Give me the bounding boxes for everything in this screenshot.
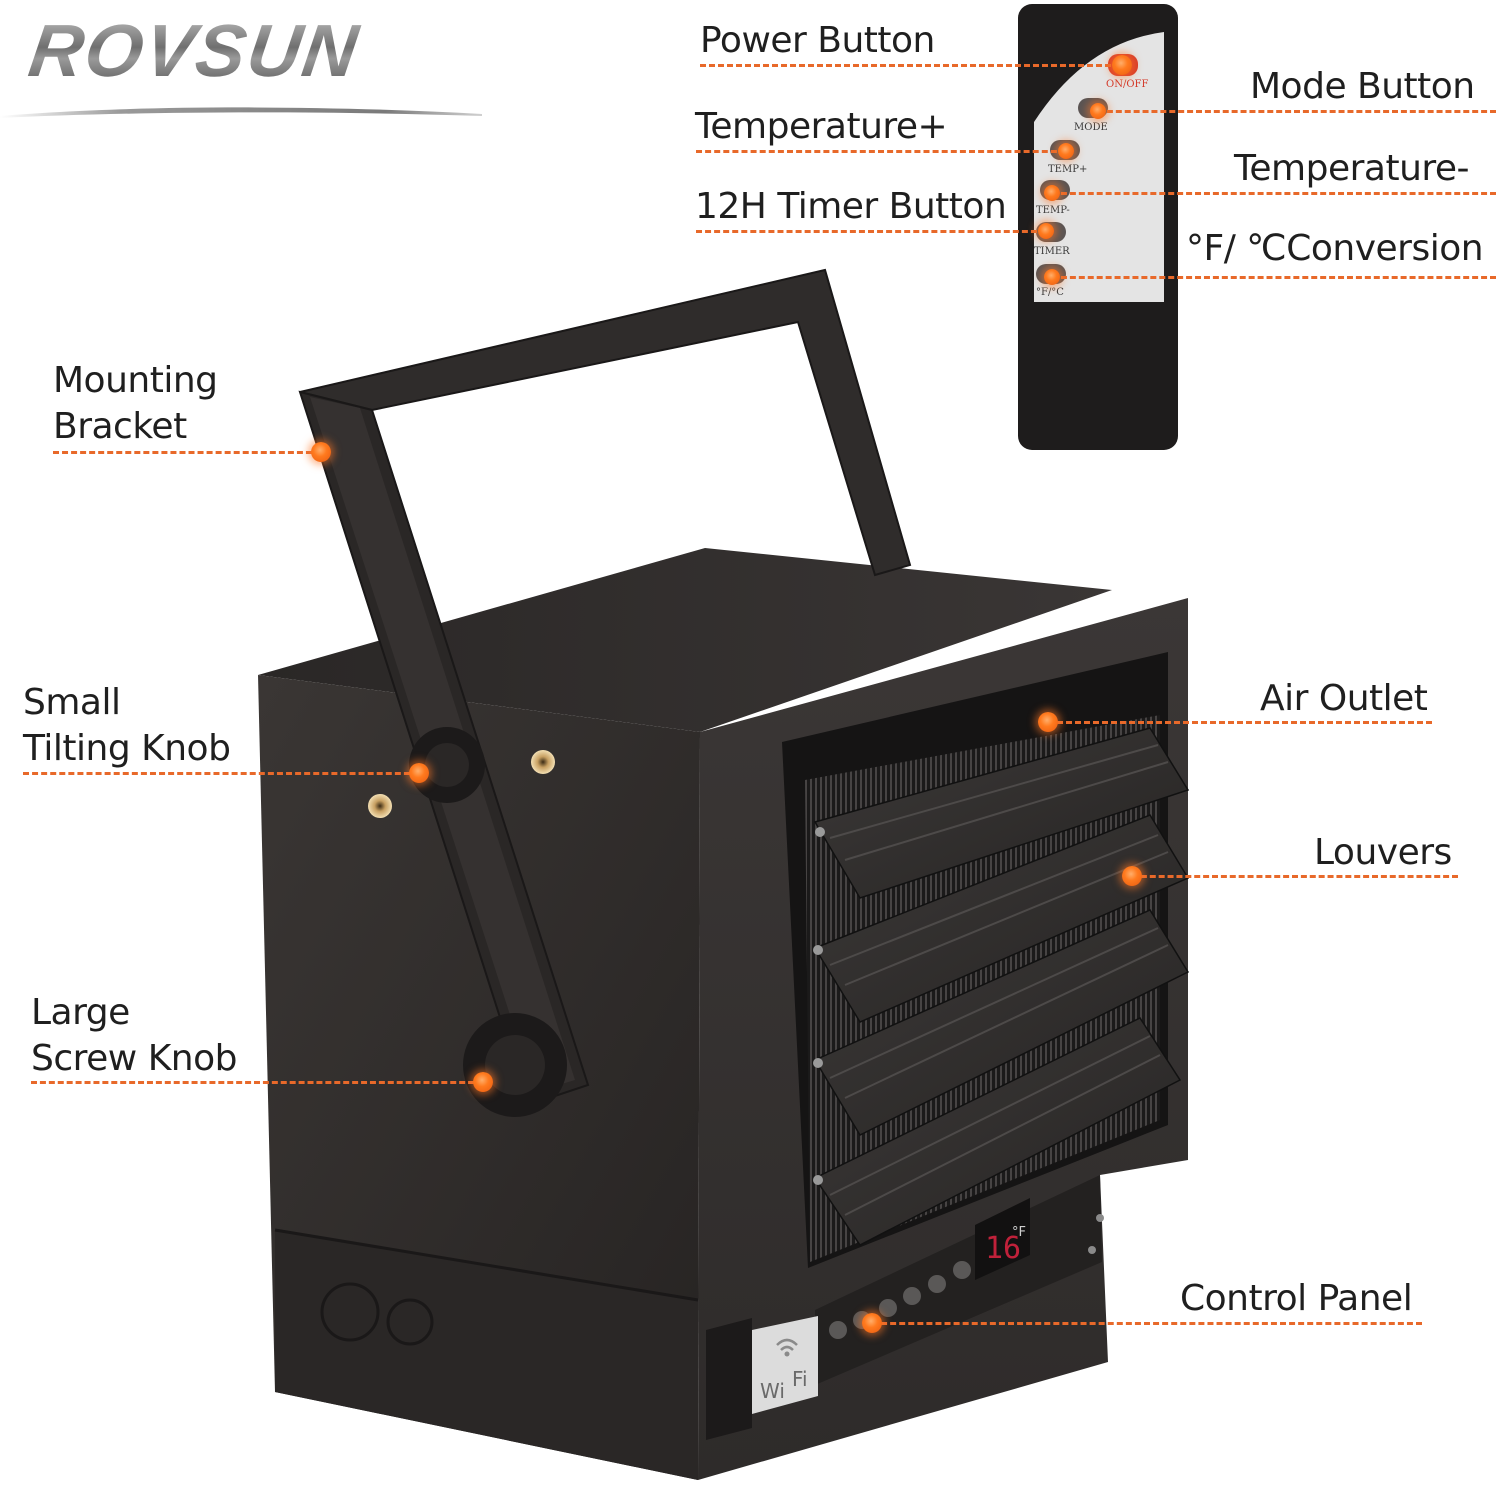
callout-temperature-minus: Temperature- [1234, 148, 1470, 189]
callout-timer-button: 12H Timer Button [695, 186, 1007, 227]
callout-dot-control-panel [862, 1313, 882, 1333]
remote-face [1034, 32, 1164, 302]
wifi-module: Wi Fi [706, 1316, 818, 1440]
callout-dot-large-knob [473, 1072, 493, 1092]
svg-text:Wi: Wi [760, 1379, 785, 1403]
small-knob-shape [409, 727, 485, 803]
callout-dot-bracket [311, 442, 331, 462]
callout-dot-temp-minus [1044, 185, 1060, 201]
callout-air-outlet: Air Outlet [1260, 678, 1428, 719]
svg-text:TEMP+: TEMP+ [1048, 164, 1087, 175]
panel-temp-display: 16 [985, 1231, 1021, 1266]
callout-dot-small-knob [409, 763, 429, 783]
callout-line-power [700, 64, 1120, 67]
large-knob-shape [463, 1013, 567, 1117]
callout-line-control-panel [872, 1322, 1422, 1325]
callout-unit-conversion: °F/ ℃Conversion [1186, 228, 1484, 269]
callout-line-large-knob [31, 1081, 483, 1084]
callout-small-knob-line2: Tilting Knob [23, 728, 231, 769]
svg-text:Fi: Fi [792, 1367, 808, 1391]
svg-text:°F/°C: °F/°C [1036, 287, 1064, 298]
callout-line-mode [1098, 110, 1496, 113]
callout-louvers: Louvers [1314, 832, 1452, 873]
louvers [813, 727, 1190, 1246]
callout-control-panel: Control Panel [1180, 1278, 1413, 1319]
callout-line-louvers [1132, 875, 1458, 878]
svg-text:ON/OFF: ON/OFF [1106, 79, 1148, 90]
callout-small-knob-line1: Small [23, 682, 121, 723]
callout-line-timer [696, 230, 1046, 233]
callout-line-air-outlet [1048, 721, 1432, 724]
logo-swoosh [0, 107, 482, 118]
callout-mounting-line1: Mounting [53, 360, 218, 401]
svg-text:TEMP-: TEMP- [1036, 205, 1070, 216]
control-panel-unit: 16 °F [815, 1175, 1104, 1385]
callout-dot-power [1112, 55, 1132, 75]
callout-dot-air-outlet [1038, 712, 1058, 732]
callout-line-temp-minus [1052, 192, 1496, 195]
callout-line-bracket [53, 451, 321, 454]
svg-text:TIMER: TIMER [1034, 246, 1070, 257]
heater-top [258, 548, 1112, 732]
callout-mounting-line2: Bracket [53, 406, 187, 447]
callout-power-button: Power Button [700, 20, 935, 61]
callout-line-temp-plus [696, 150, 1066, 153]
remote-control: ON/OFF MODE TEMP+ TEMP- TIMER °F/°C [1018, 4, 1178, 450]
callout-dot-timer [1038, 223, 1054, 239]
callout-line-unit [1052, 276, 1496, 279]
callout-dot-temp-plus [1058, 143, 1074, 159]
svg-text:MODE: MODE [1074, 122, 1108, 133]
callout-dot-unit [1044, 269, 1060, 285]
callout-temperature-plus: Temperature+ [695, 106, 948, 147]
callout-large-knob-line1: Large [31, 992, 130, 1033]
callout-mode-button: Mode Button [1250, 66, 1475, 107]
callout-dot-mode [1090, 103, 1106, 119]
callout-line-small-knob [23, 772, 419, 775]
callout-large-knob-line2: Screw Knob [31, 1038, 238, 1079]
svg-text:°F: °F [1012, 1225, 1026, 1240]
callout-dot-louvers [1122, 866, 1142, 886]
